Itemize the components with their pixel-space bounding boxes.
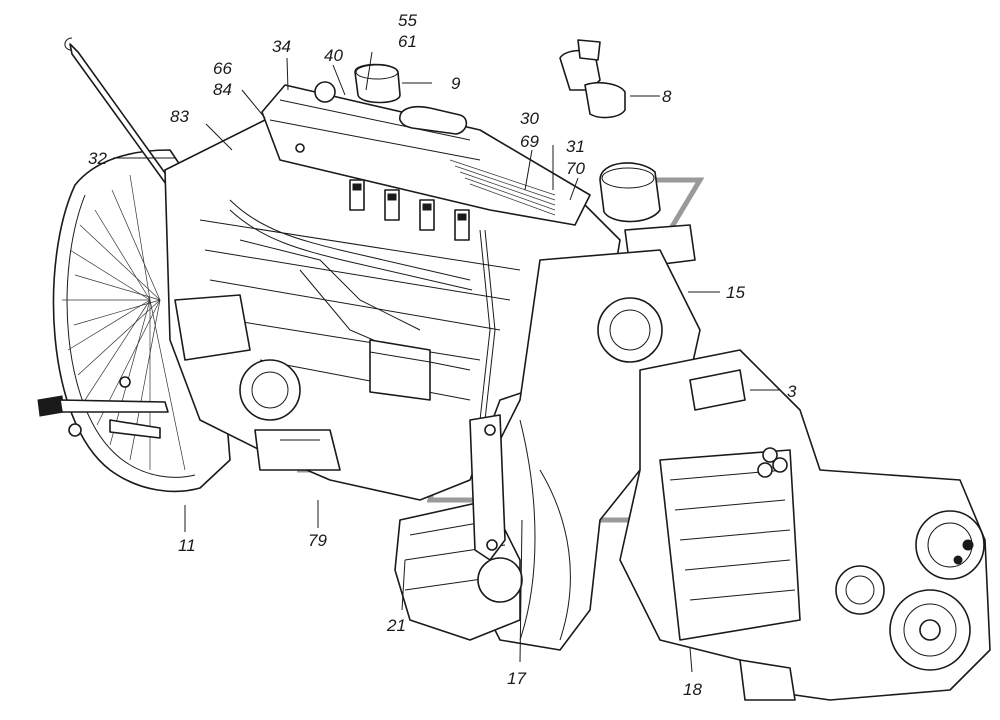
oil-filter [369,339,431,401]
leader-lines [113,51,780,673]
oil-pan [254,429,341,471]
callout-18: 18 [683,680,702,699]
callout-11: 11 [178,536,196,555]
engine-mount [469,414,506,561]
callout-15: 15 [726,283,745,302]
callout-79: 79 [308,531,327,550]
air-intake [354,63,401,104]
callout-31: 31 [566,137,585,156]
callout-3: 3 [787,382,797,401]
callout-70: 70 [566,159,585,178]
callout-61: 61 [398,32,417,51]
valve-cover [261,81,591,226]
callout-66: 66 [213,59,232,78]
fan-bracket [59,376,169,439]
callout-30: 30 [520,109,539,128]
callout-32: 32 [88,149,107,168]
output-flanges [739,510,985,701]
injectors [349,179,470,241]
callout-labels: 55 61 34 40 9 66 84 8 83 30 69 31 32 70 … [88,11,797,699]
callout-8: 8 [662,87,672,106]
callout-17: 17 [507,669,526,688]
alternator [174,294,301,421]
callout-69: 69 [520,132,539,151]
thermostat-housing [559,39,626,119]
callout-84: 84 [213,80,232,99]
callout-21: 21 [386,616,406,635]
callout-40: 40 [324,46,343,65]
callout-9: 9 [451,74,461,93]
callout-55: 55 [398,11,417,30]
callout-34: 34 [272,37,291,56]
callout-83: 83 [170,107,189,126]
